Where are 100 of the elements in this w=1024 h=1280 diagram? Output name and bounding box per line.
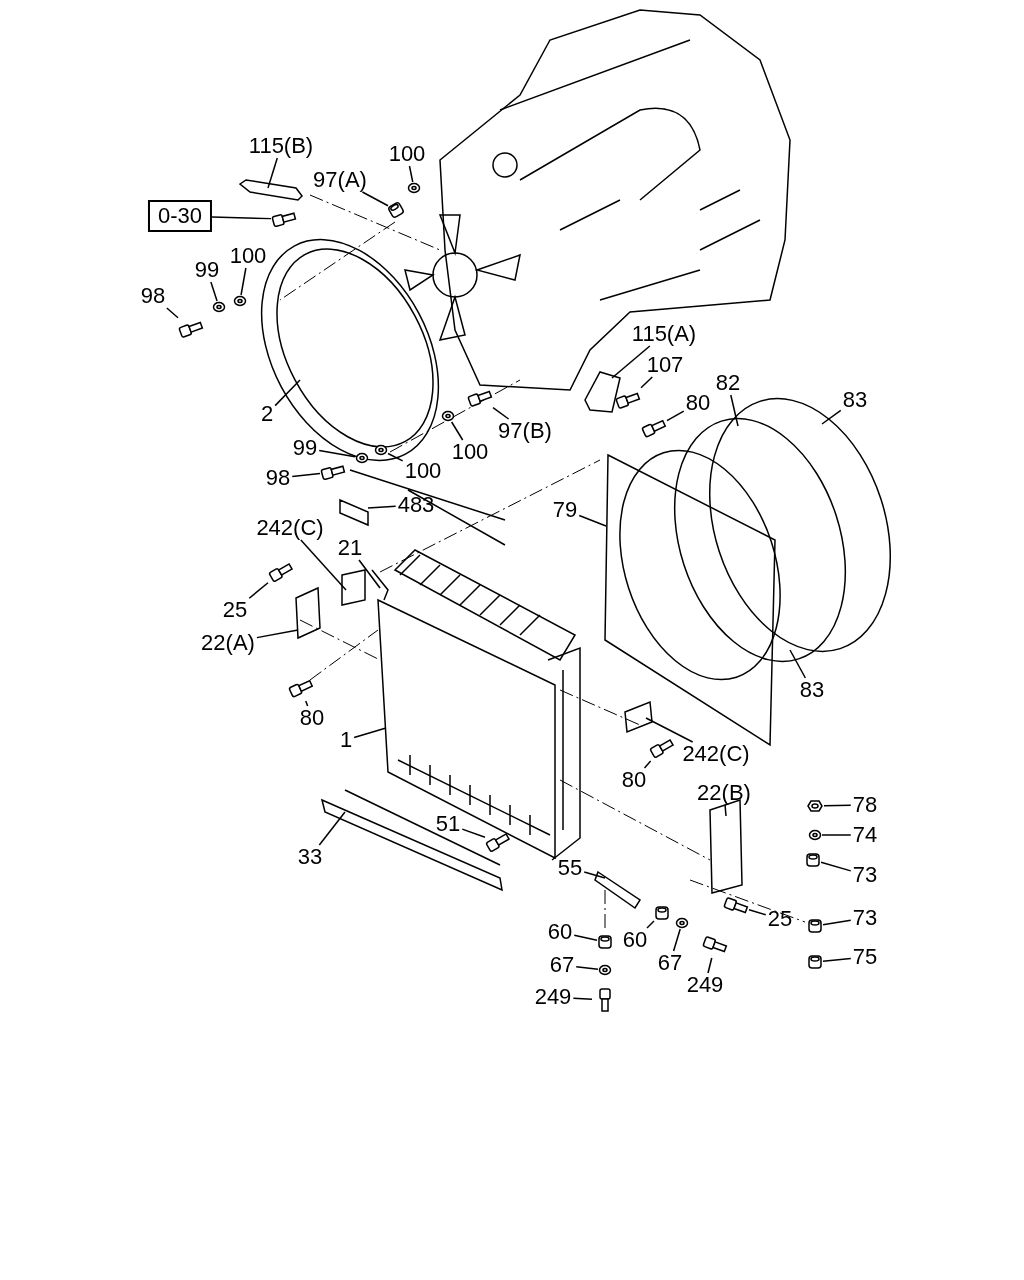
- leader-line: [367, 505, 397, 509]
- callout-number: 33: [295, 845, 325, 869]
- leader-line: [707, 957, 713, 974]
- leader-line: [573, 934, 598, 941]
- callout-number: 80: [683, 391, 713, 415]
- leader-line: [492, 406, 510, 420]
- cylinder-drawing: [597, 934, 613, 950]
- leader-line: [820, 861, 852, 872]
- callout-number: 249: [684, 973, 726, 997]
- leader-line: [748, 909, 767, 916]
- leader-line: [823, 804, 852, 807]
- leader-line: [408, 165, 414, 183]
- washer-drawing: [212, 301, 226, 313]
- washer-drawing: [374, 444, 388, 456]
- cylinder-drawing: [805, 852, 821, 868]
- leader-line: [583, 871, 606, 879]
- callout-number: 73: [850, 906, 880, 930]
- leader-line: [210, 281, 218, 302]
- callout-number: 79: [550, 498, 580, 522]
- callout-number: 60: [545, 920, 575, 944]
- leader-line: [211, 216, 272, 220]
- callout-number: 107: [644, 353, 686, 377]
- leader-line: [361, 191, 389, 207]
- leader-line: [611, 345, 651, 379]
- callout-number: 99: [192, 258, 222, 282]
- leader-line: [646, 920, 655, 929]
- leader-line: [578, 514, 607, 527]
- leader-line: [267, 157, 279, 189]
- callout-number: 25: [220, 598, 250, 622]
- leader-line: [730, 394, 739, 427]
- callout-number: 22(B): [695, 781, 753, 805]
- leader-line: [358, 559, 381, 589]
- leader-line: [645, 717, 694, 743]
- leader-line: [672, 928, 681, 952]
- callout-number: 75: [850, 945, 880, 969]
- cylinder-drawing: [388, 202, 404, 218]
- callout-number: 98: [138, 284, 168, 308]
- callout-number: 100: [402, 459, 444, 483]
- leader-line: [450, 421, 464, 441]
- callout-number: 22(A): [199, 631, 257, 655]
- leader-line: [572, 997, 593, 1000]
- callout-number: 73: [850, 863, 880, 887]
- leader-line: [822, 919, 852, 926]
- washer-drawing: [441, 410, 455, 422]
- cylinder-drawing: [807, 954, 823, 970]
- callout-number: 242(C): [680, 742, 752, 766]
- callout-number: 2: [258, 402, 276, 426]
- cylinder-drawing: [654, 905, 670, 921]
- leader-line: [789, 649, 807, 679]
- callout-number: 115(A): [629, 322, 699, 346]
- leader-line: [575, 965, 599, 970]
- washer-drawing: [355, 452, 369, 464]
- leader-line: [300, 539, 347, 591]
- callout-number: 60: [620, 928, 650, 952]
- leader-line: [643, 760, 652, 769]
- callout-number: 1: [337, 728, 355, 752]
- washer-drawing: [407, 182, 421, 194]
- leader-line: [274, 379, 301, 407]
- callout-number: 483: [395, 493, 437, 517]
- callout-number: 55: [555, 856, 585, 880]
- callout-number: 80: [619, 768, 649, 792]
- leader-line: [822, 957, 852, 962]
- callout-number: 51: [433, 812, 463, 836]
- callout-number: 98: [263, 466, 293, 490]
- leader-line: [821, 409, 842, 425]
- callout-number: 83: [840, 388, 870, 412]
- washer-drawing: [675, 917, 689, 929]
- leader-line: [821, 834, 852, 836]
- leader-line: [256, 629, 299, 639]
- callout-number: 74: [850, 823, 880, 847]
- callout-number: 67: [655, 951, 685, 975]
- callout-number: 100: [227, 244, 269, 268]
- leader-line: [166, 307, 179, 319]
- leader-line: [724, 804, 727, 817]
- callout-number: 97(A): [311, 168, 369, 192]
- callout-number: 100: [449, 440, 491, 464]
- washer-drawing: [233, 295, 247, 307]
- washer-drawing: [808, 829, 822, 841]
- leader-line: [305, 700, 309, 707]
- washer-drawing: [598, 964, 612, 976]
- callout-number: 21: [335, 536, 365, 560]
- callout-number: 67: [547, 953, 577, 977]
- leader-line: [640, 376, 654, 389]
- callout-number: 242(C): [254, 516, 326, 540]
- leader-line: [318, 449, 356, 458]
- leader-line: [318, 811, 346, 846]
- leader-line: [353, 727, 387, 739]
- callout-number: 82: [713, 371, 743, 395]
- leader-line: [387, 452, 404, 462]
- callout-number: 249: [532, 985, 574, 1009]
- callout-number: 99: [290, 436, 320, 460]
- reference-box: 0-30: [148, 200, 212, 232]
- leader-line: [291, 472, 321, 478]
- callout-number: 100: [386, 142, 428, 166]
- callout-number: 25: [765, 907, 795, 931]
- callout-number: 115(B): [246, 134, 316, 158]
- leader-line: [666, 410, 685, 422]
- cylinder-drawing: [807, 918, 823, 934]
- leader-line: [240, 267, 247, 296]
- callout-number: 78: [850, 793, 880, 817]
